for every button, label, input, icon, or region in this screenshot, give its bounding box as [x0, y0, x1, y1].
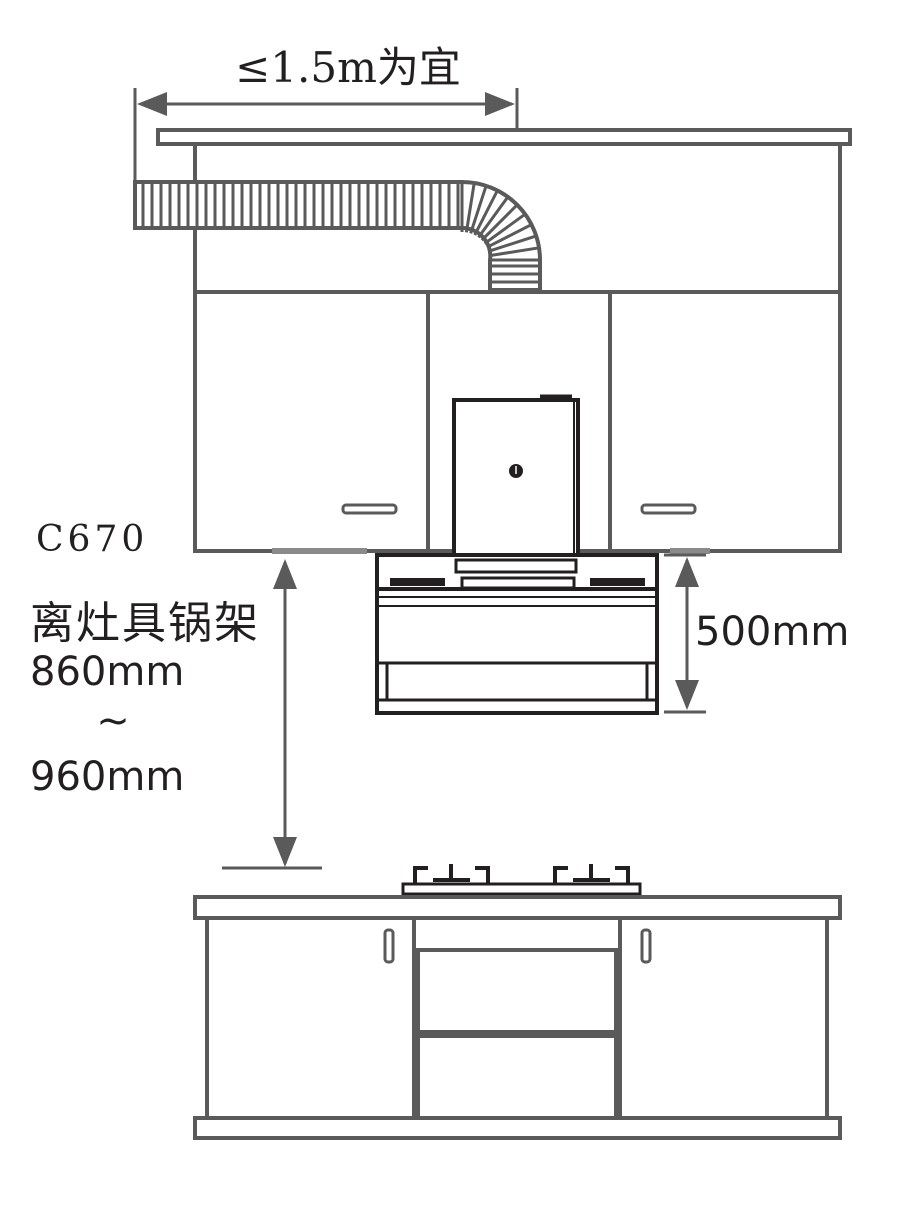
duct-rib: [477, 196, 510, 239]
model-label: C670: [36, 519, 148, 560]
duct-rib: [488, 234, 537, 253]
duct-rib: [489, 246, 540, 258]
stove-panel: [401, 882, 642, 896]
duct-rib: [469, 185, 488, 234]
clearance-max-label: 960mm: [30, 754, 184, 800]
range-hood: [375, 394, 659, 715]
right-burner-grate: [553, 864, 630, 884]
upper-cabinet-left-handle: [341, 503, 398, 515]
duct-rib: [486, 223, 533, 249]
hood-height-label: 500mm: [695, 609, 849, 655]
hood-height-dimension: 500mm: [664, 553, 849, 714]
duct-rib: [464, 182, 476, 233]
duct-rib: [480, 203, 519, 242]
left-burner-grate: [413, 864, 490, 884]
exhaust-duct: [133, 180, 542, 292]
clearance-dimension: [222, 559, 322, 870]
countertop: [193, 895, 842, 920]
lower-cabinet: [193, 895, 842, 1140]
lower-left-door-handle: [383, 928, 395, 964]
clearance-min-label: 860mm: [30, 649, 184, 695]
ceiling-slab: [156, 128, 852, 146]
drawer-top: [416, 948, 618, 1034]
duct-rib: [483, 212, 526, 245]
upper-cabinet-right-handle: [640, 503, 697, 515]
duct-rib: [473, 189, 499, 236]
duct-length-label: ≤1.5m为宜: [235, 43, 461, 92]
clearance-caption: 离灶具锅架: [30, 598, 260, 649]
gas-stove: [401, 864, 642, 896]
clearance-separator: ~: [96, 698, 130, 744]
lower-right-door-handle: [640, 928, 652, 964]
cabinet-plinth: [193, 1116, 842, 1140]
duct-length-dimension: ≤1.5m为宜: [133, 43, 519, 230]
drawer-bottom: [416, 1034, 618, 1120]
